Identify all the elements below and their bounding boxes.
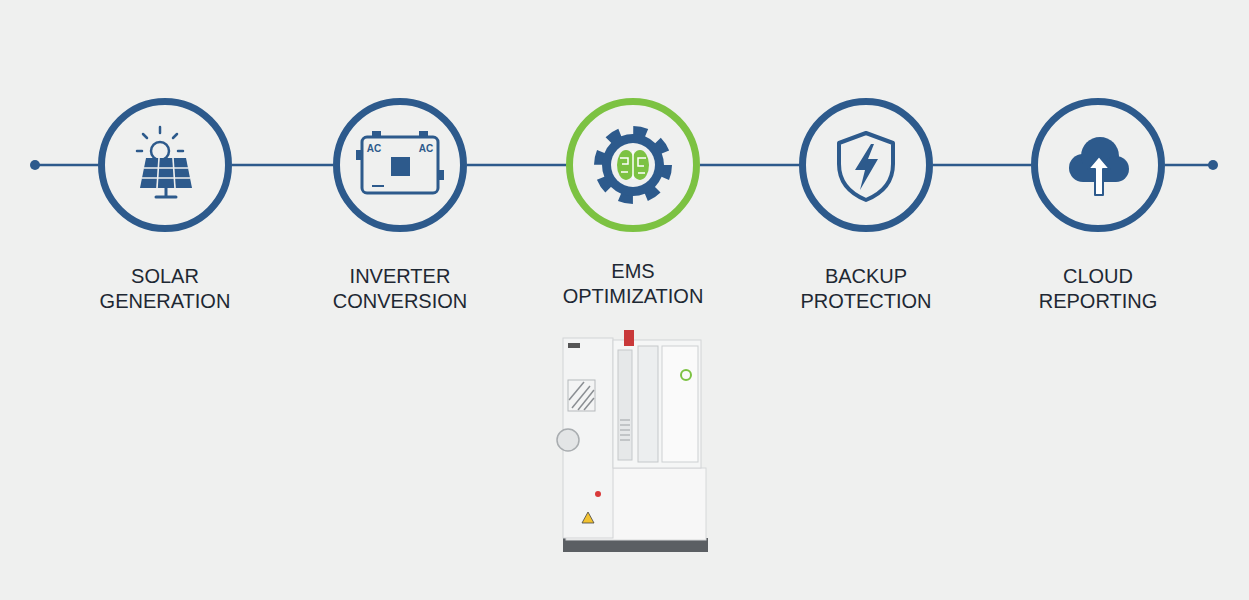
ems-gear-icon-part-part — [638, 158, 646, 166]
shield-icon-part — [855, 144, 878, 190]
step-label: BACKUP PROTECTION — [776, 264, 956, 314]
solar-icon — [137, 127, 192, 197]
ems-gear-icon-part — [599, 131, 667, 199]
cloud-icon-part — [1088, 156, 1110, 195]
timeline-ends-part — [1165, 164, 1213, 167]
solar-icon-part-part — [159, 127, 162, 133]
solar-icon-part-part — [144, 167, 188, 169]
timeline-connector — [933, 164, 1031, 167]
inverter-icon-part — [438, 170, 444, 180]
ems-gear-icon-part-part — [620, 158, 628, 164]
solar-icon-part — [137, 127, 183, 151]
timeline-connector — [467, 164, 566, 167]
step-label: INVERTER CONVERSION — [310, 264, 490, 314]
step-circle: BACKUP PROTECTION — [799, 98, 933, 232]
ems-gear-icon — [599, 131, 667, 199]
storage-cabinet-illustration-part-part — [569, 382, 584, 400]
storage-cabinet-illustration-part — [662, 346, 698, 462]
step-circle: CLOUD REPORTING — [1031, 98, 1165, 232]
step-circle: SOLAR GENERATION — [98, 98, 232, 232]
timeline-ends-part — [30, 160, 40, 170]
storage-cabinet-illustration-part-part — [578, 390, 594, 410]
step-label: EMS OPTIMIZATION — [543, 259, 723, 309]
storage-cabinet-illustration-part-part — [620, 430, 630, 431]
step-circle: EMS OPTIMIZATION — [566, 98, 700, 232]
inverter-icon — [356, 131, 444, 193]
inverter-icon-part — [391, 157, 410, 176]
solar-icon-part — [142, 158, 190, 188]
shield-icon — [839, 133, 893, 200]
storage-cabinet-illustration-part-part — [572, 386, 590, 408]
storage-cabinet-illustration-part — [569, 382, 594, 410]
solar-icon-part-part — [143, 134, 147, 138]
ems-gear-icon-part — [620, 151, 646, 179]
solar-icon-part-part — [142, 177, 190, 179]
storage-cabinet-illustration-part — [568, 380, 595, 411]
ems-gear-icon-part — [611, 143, 655, 187]
inverter-icon-part — [356, 150, 362, 160]
shield-icon-part — [839, 133, 893, 200]
storage-cabinet-illustration-part-part — [620, 420, 630, 421]
storage-cabinet-illustration-part — [613, 340, 701, 468]
cloud-icon — [1069, 137, 1129, 195]
port-label: AC — [411, 142, 441, 156]
solar-icon-part-part — [173, 134, 177, 138]
storage-cabinet-illustration-part — [582, 512, 594, 523]
storage-cabinet-illustration-part — [620, 420, 630, 440]
port-label: AC — [359, 142, 389, 156]
solar-icon-part — [165, 188, 168, 196]
storage-cabinet-illustration-part — [638, 346, 658, 462]
storage-cabinet-illustration-part-part — [620, 440, 630, 441]
ems-gear-icon-part — [602, 134, 664, 196]
solar-icon-part-part — [178, 150, 183, 153]
solar-icon-part — [140, 158, 192, 188]
label-anchor: AC — [359, 142, 389, 156]
storage-cabinet-illustration-part-part — [620, 425, 630, 426]
storage-cabinet-illustration-part — [681, 370, 691, 380]
step-label: CLOUD REPORTING — [1008, 264, 1188, 314]
step-label: SOLAR GENERATION — [75, 264, 255, 314]
ems-gear-icon-part-part — [638, 172, 645, 174]
solar-icon-part-part — [173, 158, 175, 188]
inverter-icon-part — [372, 185, 384, 187]
ems-gear-icon-part-part — [632, 151, 634, 179]
timeline-ends-part — [35, 164, 98, 167]
storage-cabinet-illustration-part — [595, 491, 601, 497]
storage-cabinet-illustration-part-part — [584, 398, 594, 410]
ems-gear-icon-part — [617, 150, 635, 180]
solar-icon-part — [151, 142, 169, 160]
solar-icon-part-part — [157, 158, 159, 188]
ems-gear-icon-part-part — [621, 171, 628, 173]
solar-icon-part — [156, 196, 176, 199]
solar-icon-part-part — [137, 150, 142, 153]
timeline-connector — [232, 164, 333, 167]
storage-cabinet-illustration-part — [624, 330, 634, 346]
label-anchor: AC — [411, 142, 441, 156]
step-circle: INVERTER CONVERSION — [333, 98, 467, 232]
storage-cabinet-illustration-part-part — [620, 435, 630, 436]
ems-gear-icon-part — [631, 150, 649, 180]
storage-cabinet-illustration-part — [618, 350, 632, 460]
storage-cabinet-illustration — [557, 330, 708, 552]
storage-cabinet-illustration-part — [557, 429, 579, 451]
timeline-connector — [700, 164, 799, 167]
storage-cabinet-illustration-part — [568, 343, 580, 348]
timeline-ends-part — [1208, 160, 1218, 170]
